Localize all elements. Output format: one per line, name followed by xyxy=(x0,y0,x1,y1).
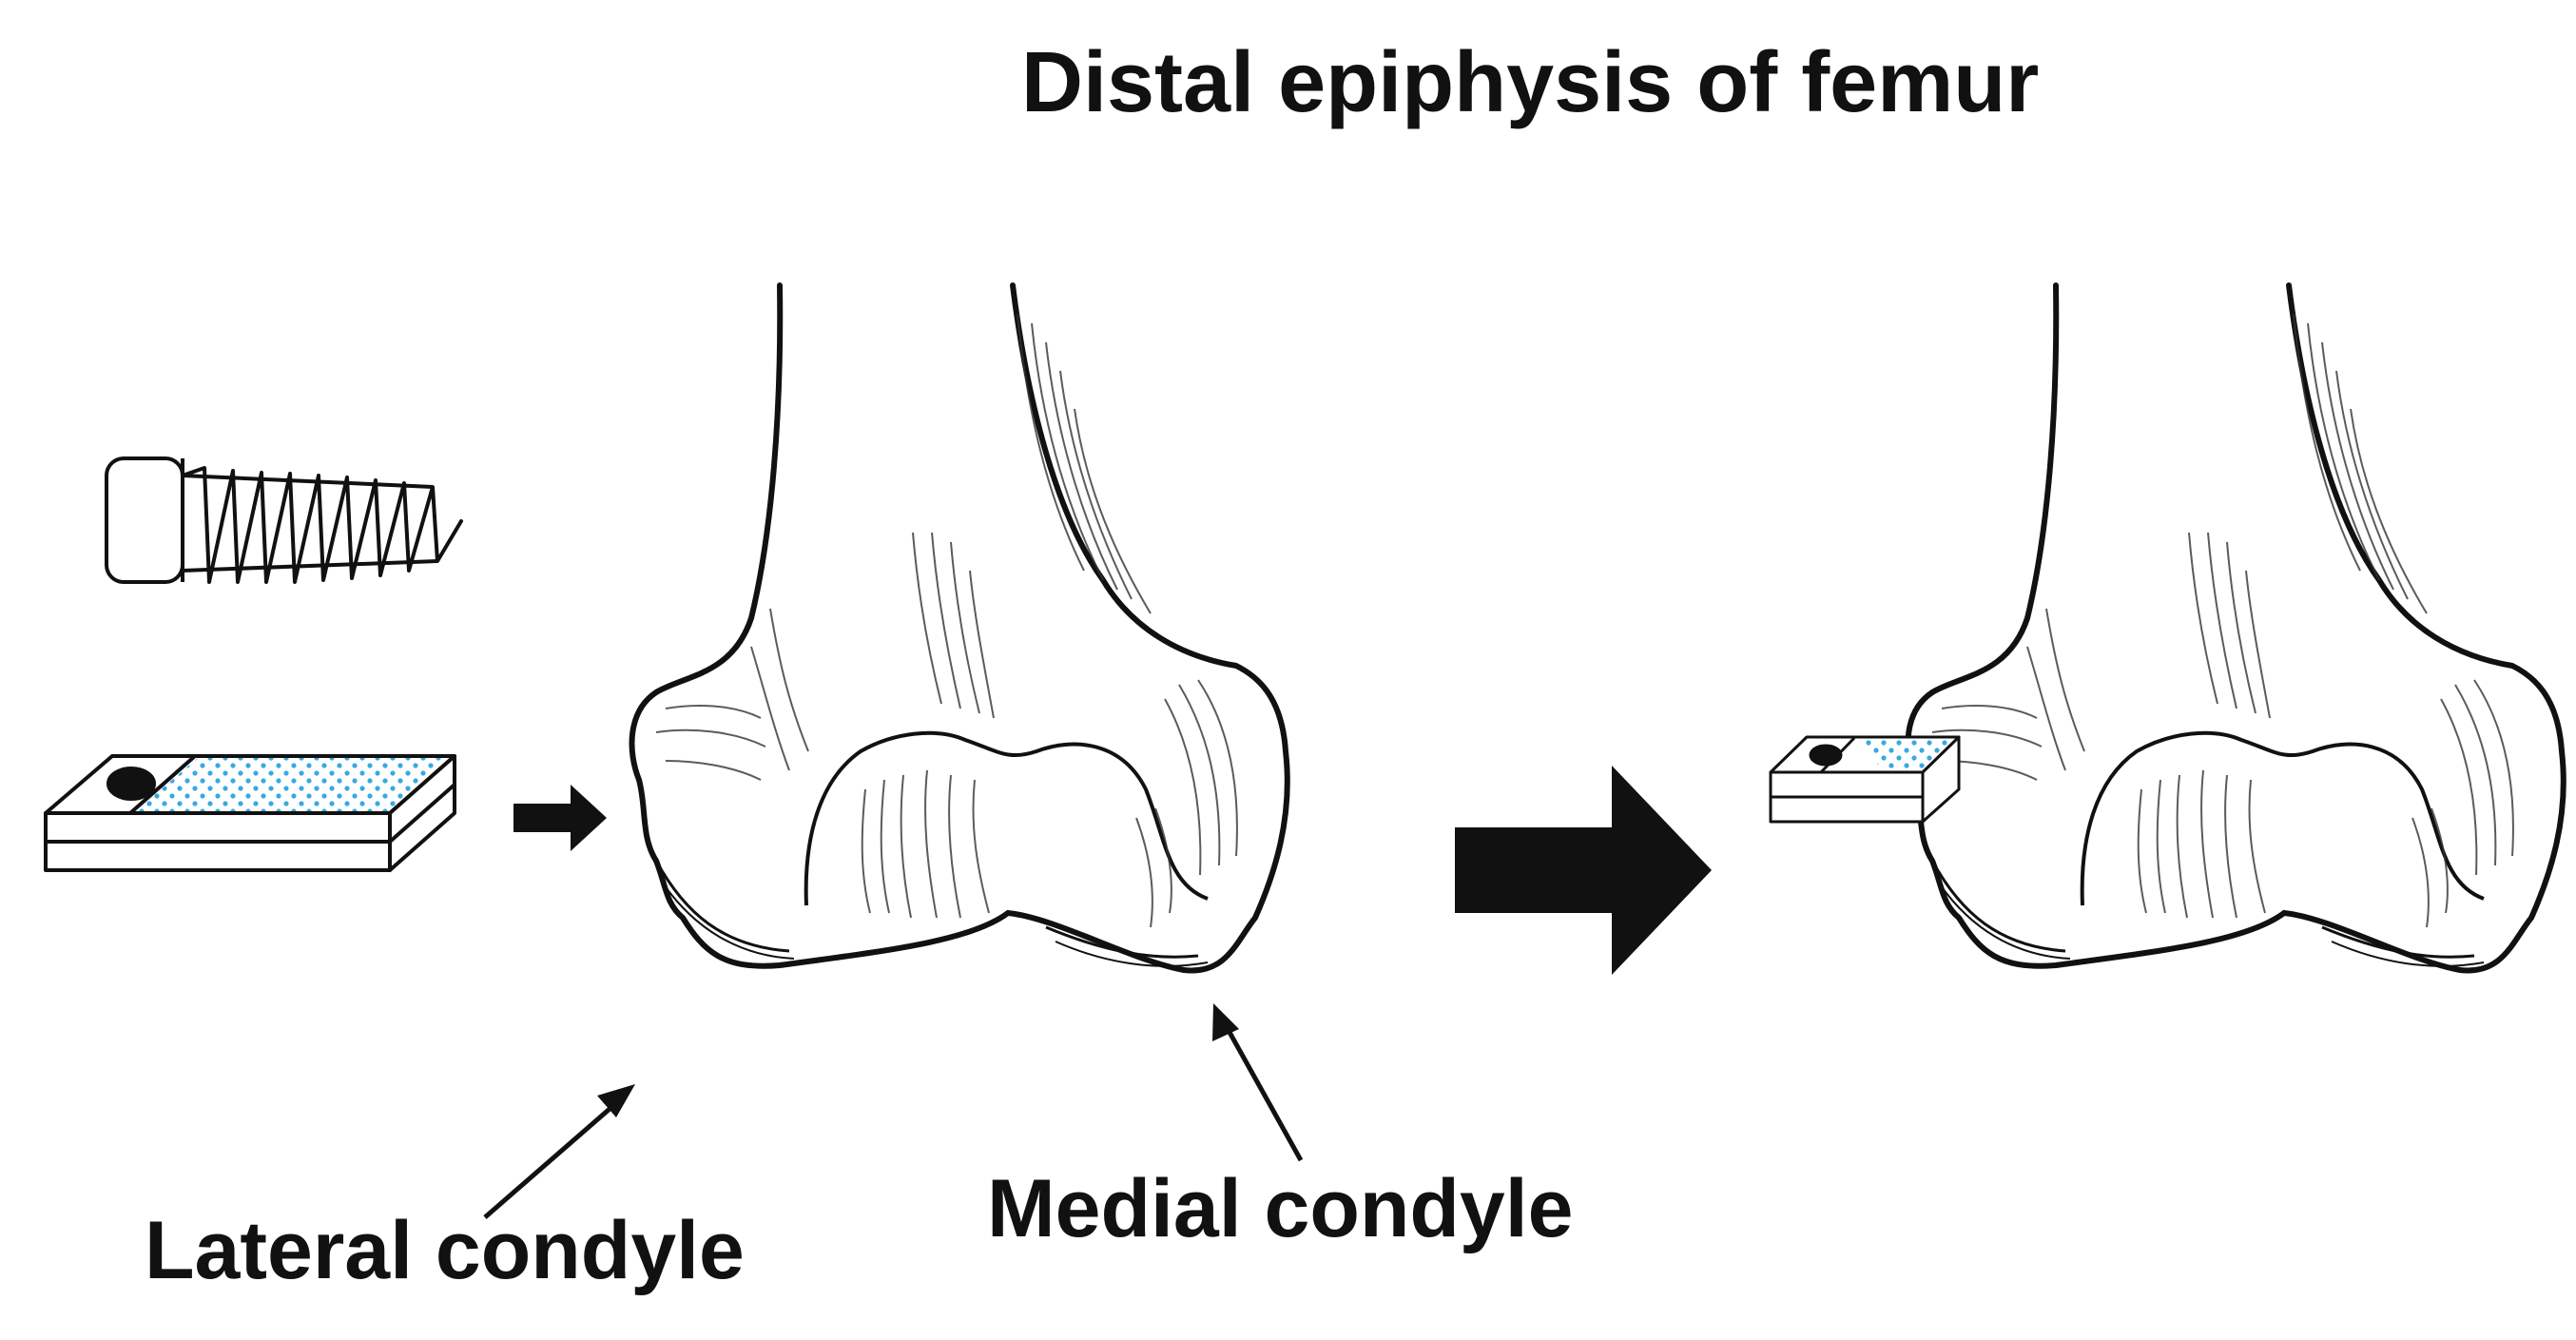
diagram-title: Distal epiphysis of femur xyxy=(1021,35,2040,130)
pointer-lateral xyxy=(483,1084,635,1219)
arrow-large-icon xyxy=(1455,766,1712,975)
femur-right-illustration xyxy=(1908,285,2564,970)
implant-inserted-icon xyxy=(1769,735,1961,824)
implant-block-icon xyxy=(44,754,456,872)
femur-left-illustration xyxy=(632,285,1288,970)
screw-icon xyxy=(105,456,463,584)
label-medial-condyle: Medial condyle xyxy=(987,1163,1574,1254)
arrow-small-icon xyxy=(513,785,607,851)
label-lateral-condyle: Lateral condyle xyxy=(145,1205,745,1296)
pointer-medial xyxy=(1212,1003,1304,1162)
